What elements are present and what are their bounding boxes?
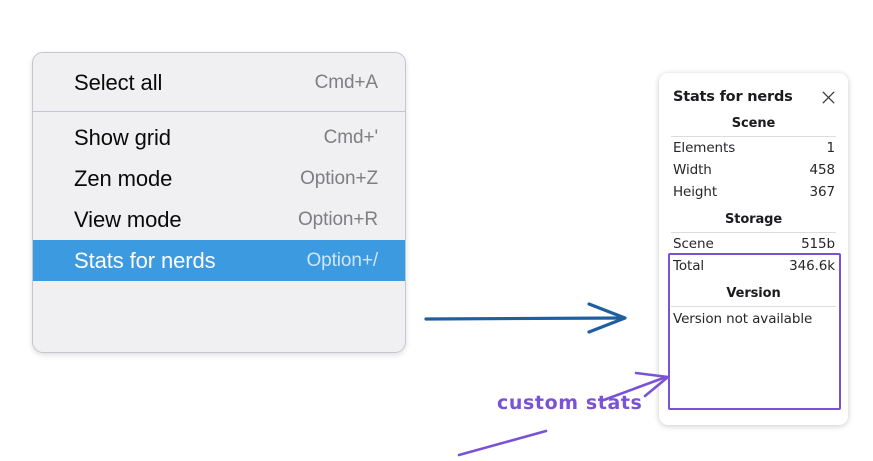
stats-row-value: 367: [809, 184, 836, 200]
stats-row-value: 458: [809, 162, 836, 178]
stats-row-key: Total: [673, 258, 705, 274]
stats-row-storage-scene: Scene 515b: [668, 233, 839, 255]
menu-item-label: Select all: [74, 69, 163, 95]
stats-row-value: 1: [826, 140, 836, 156]
menu-item-shortcut: Option+Z: [300, 167, 378, 189]
menu-group-2: Show grid Cmd+' Zen mode Option+Z View m…: [33, 112, 405, 288]
version-status-text: Version not available: [673, 311, 813, 327]
menu-item-label: Show grid: [74, 124, 171, 150]
close-icon[interactable]: [818, 87, 838, 107]
menu-item-zen-mode[interactable]: Zen mode Option+Z: [33, 158, 405, 199]
menu-item-select-all[interactable]: Select all Cmd+A: [33, 62, 405, 103]
custom-stats-underline-stroke: [457, 429, 548, 457]
menu-separator: [33, 111, 405, 112]
menu-item-shortcut: Option+/: [306, 249, 378, 271]
stats-row-height: Height 367: [668, 181, 839, 203]
section-divider: [671, 232, 836, 233]
stats-row-storage-total: Total 346.6k: [668, 255, 839, 277]
stats-row-key: Elements: [673, 140, 736, 156]
stats-row-value: 346.6k: [789, 258, 835, 274]
section-divider: [671, 306, 836, 307]
menu-item-show-grid[interactable]: Show grid Cmd+': [33, 117, 405, 158]
annotation-label: custom stats: [497, 392, 643, 414]
stats-panel-title: Stats for nerds: [673, 89, 793, 105]
menu-item-shortcut: Option+R: [298, 208, 378, 230]
section-title-storage: Storage: [724, 212, 783, 227]
stats-row-width: Width 458: [668, 159, 839, 181]
menu-item-stats-for-nerds[interactable]: Stats for nerds Option+/: [33, 240, 405, 281]
menu-group-1: Select all Cmd+A: [33, 53, 405, 111]
stats-row-key: Width: [673, 162, 712, 178]
menu-item-view-mode[interactable]: View mode Option+R: [33, 199, 405, 240]
context-menu[interactable]: Select all Cmd+A Show grid Cmd+' Zen mod…: [32, 52, 406, 353]
section-title-version: Version: [726, 286, 781, 301]
menu-item-label: Stats for nerds: [74, 247, 216, 273]
stats-for-nerds-panel: Stats for nerds Scene Elements 1 Width 4…: [659, 73, 848, 425]
stats-panel-titlebar: Stats for nerds: [668, 73, 839, 107]
menu-item-shortcut: Cmd+': [323, 126, 378, 148]
stats-row-value: 515b: [801, 236, 835, 252]
stats-row-key: Scene: [673, 236, 714, 252]
section-divider: [671, 136, 836, 137]
menu-item-shortcut: Cmd+A: [314, 71, 378, 93]
menu-to-panel-arrow: [424, 302, 627, 334]
menu-item-label: View mode: [74, 206, 182, 232]
section-title-scene: Scene: [731, 116, 776, 131]
menu-item-label: Zen mode: [74, 165, 173, 191]
stats-row-elements: Elements 1: [668, 137, 839, 159]
stats-row-key: Height: [673, 184, 718, 200]
